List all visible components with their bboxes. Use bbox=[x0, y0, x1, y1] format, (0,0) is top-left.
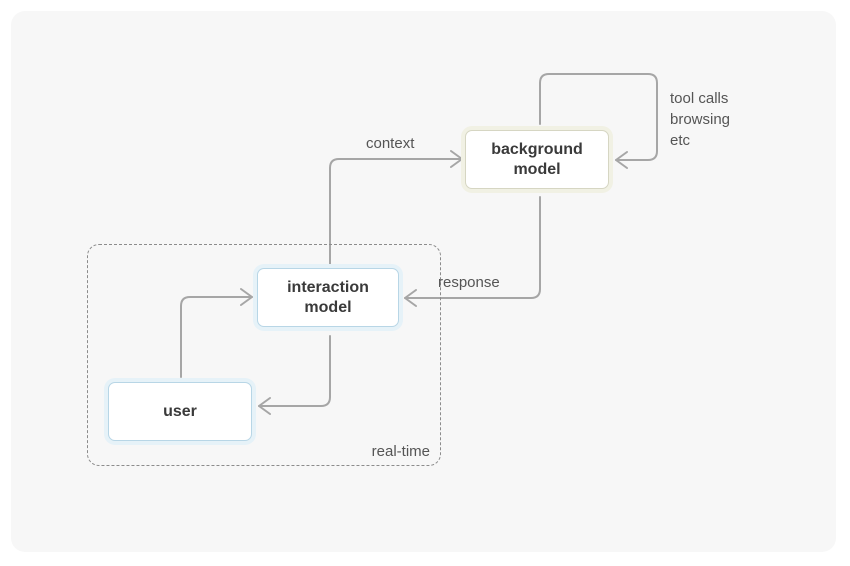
edge-response bbox=[404, 196, 541, 299]
interaction-model-label-line1: interaction bbox=[287, 278, 369, 296]
edge-interaction-to-user bbox=[258, 335, 331, 407]
real-time-region: real-time bbox=[87, 244, 441, 466]
background-model-node: background model bbox=[465, 130, 609, 189]
self-loop-label-line2: browsing bbox=[670, 111, 731, 128]
edge-interaction-to-user-arrowhead bbox=[258, 397, 271, 415]
diagram-canvas bbox=[11, 11, 836, 552]
edge-self-loop bbox=[539, 73, 658, 161]
background-model-label-line2: model bbox=[513, 160, 561, 178]
edge-user-to-interaction bbox=[180, 296, 253, 378]
edge-self-loop-arrowhead bbox=[615, 151, 628, 169]
edge-response-arrowhead bbox=[404, 289, 417, 307]
interaction-model-label-line2: model bbox=[304, 298, 352, 316]
edge-context-arrowhead bbox=[450, 150, 463, 168]
interaction-model-node: interaction model bbox=[257, 268, 399, 327]
user-node-label: user bbox=[163, 402, 197, 420]
self-loop-label-line1: tool calls bbox=[670, 90, 729, 107]
edge-context bbox=[329, 158, 463, 266]
real-time-region-label: real-time bbox=[371, 443, 430, 460]
self-loop-label: tool calls browsing etc bbox=[670, 88, 730, 151]
user-node: user bbox=[108, 382, 252, 441]
context-edge-label: context bbox=[366, 135, 415, 152]
response-edge-label: response bbox=[438, 274, 500, 291]
self-loop-label-line3: etc bbox=[670, 132, 691, 149]
background-model-label-line1: background bbox=[491, 140, 583, 158]
edge-user-to-interaction-arrowhead bbox=[240, 288, 253, 306]
